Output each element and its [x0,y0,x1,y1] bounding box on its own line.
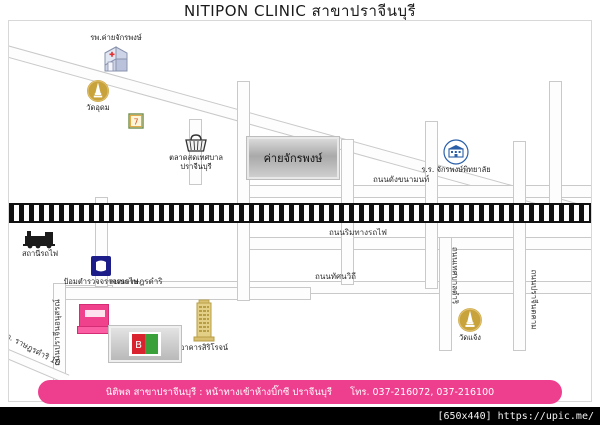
banner-phone: โทร. 037-216072, 037-216100 [349,386,495,398]
road-vertical-camp-left [237,81,250,301]
road-vertical-right-edge [549,81,562,205]
footer-bar: [650x440] https://upic.me/ [0,407,600,425]
poi-train-station-label: สถานีรถไฟ [21,249,59,258]
poi-hospital: รพ.ค่ายจักรพงษ์ [73,33,159,77]
svg-text:7: 7 [133,118,138,127]
temple-icon [458,308,482,332]
poi-train-station: สถานีรถไฟ [9,227,79,259]
poi-seven-eleven: 7 [123,113,149,129]
poi-wat-udom-label: วัดอุดม [86,103,110,112]
railway-track [9,203,591,223]
poi-wat-chaeng-label: วัดแจ้ง [459,333,481,342]
footer-watermark: [650x440] https://upic.me/ [437,410,594,422]
road-label-far-right: ถนนปราจีนตคาม [529,269,539,330]
convenience-store-icon: 7 [128,113,144,129]
temple-icon [87,80,109,102]
poi-siriroj: อาคารสิริโรจน์ [161,299,247,353]
road-chan-chanamphan [241,185,591,198]
poi-school: ร.ร. จักรพงษ์พิทยาลัย [413,139,499,175]
poi-hospital-label: รพ.ค่ายจักรพงษ์ [90,33,142,42]
road-rim-thang-rotfai [241,237,591,250]
svg-text:B: B [135,340,142,351]
map-canvas: ถนนดังขนามนท์ ถนนริมทางรถไฟ ถนนทัศนวิถี … [8,20,592,402]
poi-market-label: ตลาดสดเทศบาล ปราจีนบุรี [169,153,223,171]
camp-chakkraphong-block: ค่ายจักรพงษ์ [247,137,339,179]
market-basket-icon [185,134,207,152]
poi-wat-chaeng: วัดแจ้ง [427,307,513,343]
nitipon-shop-awning [77,326,113,334]
nitipon-shop-sign [85,310,105,317]
poi-police-box: ป้อมตำรวจจราจรรถไฟ [53,255,149,287]
police-box-icon [91,256,111,276]
office-building-icon [193,299,215,342]
page-title: NITIPON CLINIC สาขาปราจีนบุรี [183,2,417,20]
poi-market: ตลาดสดเทศบาล ปราจีนบุรี [153,133,239,171]
road-vertical-mid-right [439,237,452,351]
address-banner: นิติพล สาขาปราจีนบุรี : หน้าทางเข้าห้างบ… [38,380,562,404]
poi-school-label: ร.ร. จักรพงษ์พิทยาลัย [421,165,491,174]
poi-police-box-label: ป้อมตำรวจจราจรรถไฟ [63,277,139,286]
school-icon [443,139,469,165]
road-label-chan-chanamphan: ถนนดังขนามนท์ [373,175,430,184]
road-label-rim-thang-rotfai: ถนนริมทางรถไฟ [329,228,387,237]
title-bar: NITIPON CLINIC สาขาปราจีนบุรี [0,0,600,22]
camp-label: ค่ายจักรพงษ์ [263,152,323,165]
poi-siriroj-label: อาคารสิริโรจน์ [179,343,229,352]
banner-address: นิติพล สาขาปราจีนบุรี : หน้าทางเข้าห้างบ… [105,386,332,398]
road-label-mid-right: ถนนเทศบาลดำริ [450,246,460,305]
nitipon-shop-icon[interactable] [77,304,113,334]
road-label-ratsadon-damri: ถนนราษฎรดำริ [109,277,163,286]
hospital-icon [104,45,128,72]
train-icon [23,231,55,249]
poi-wat-udom: วัดอุดม [55,79,141,113]
road-vertical-far-right [513,141,526,351]
bigc-logo: B [129,332,161,356]
road-label-thasanawithi: ถนนทัศนวิถี [315,272,356,281]
bigc-store-icon: B [109,326,181,362]
